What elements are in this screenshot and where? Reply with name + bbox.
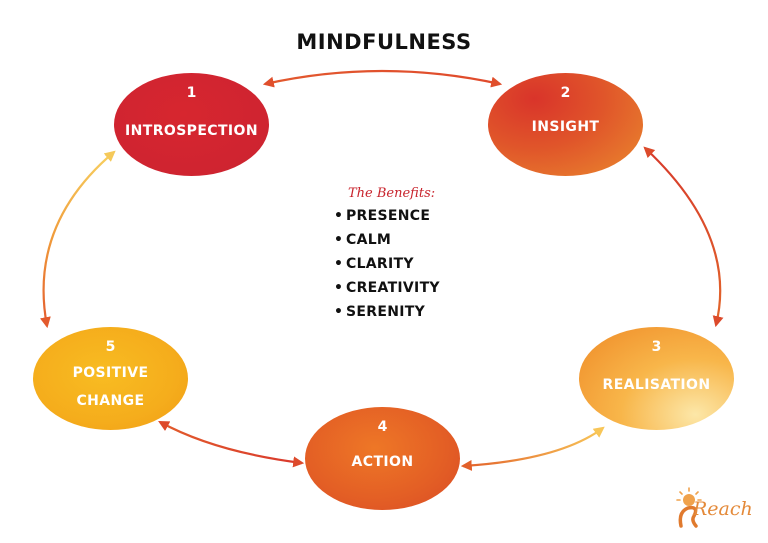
benefit-label: CREATIVITY [346, 280, 440, 296]
node-number: 3 [651, 339, 662, 355]
node-label-line2: CHANGE [76, 393, 145, 409]
bullet-icon: • [334, 280, 344, 296]
benefit-label: CLARITY [346, 256, 414, 272]
reach-logo: Reach [672, 486, 753, 530]
arrow-realisation-action [460, 426, 605, 471]
benefit-label: SERENITY [346, 304, 426, 320]
sun-logo-icon [676, 487, 702, 528]
node-label: REALISATION [602, 377, 711, 393]
arrow-action-positive-change [158, 420, 305, 468]
bullet-icon: • [334, 256, 344, 272]
arrow-introspection-insight [262, 69, 503, 88]
arrow-positive-change-introspection [39, 150, 116, 329]
node-introspection: 1 INTROSPECTION [114, 73, 269, 176]
benefit-label: CALM [346, 232, 392, 248]
node-label: ACTION [351, 454, 414, 470]
bullet-icon: • [334, 232, 344, 248]
benefits-heading: The Benefits: [348, 186, 436, 201]
benefit-item: •PRESENCE [334, 204, 440, 228]
arrow-insight-realisation [643, 146, 724, 328]
benefit-label: PRESENCE [346, 208, 431, 224]
diagram-title: MINDFULNESS [296, 30, 472, 54]
node-action: 4 ACTION [305, 407, 460, 510]
benefits-list: The Benefits: •PRESENCE •CALM •CLARITY •… [334, 186, 440, 324]
benefit-item: •CALM [334, 228, 440, 252]
node-realisation: 3 REALISATION [579, 327, 734, 430]
node-label: INSIGHT [531, 119, 600, 135]
benefit-item: •CLARITY [334, 252, 440, 276]
node-label-line1: POSITIVE [72, 365, 149, 381]
node-label: INTROSPECTION [125, 123, 258, 139]
node-positive-change: 5 POSITIVE CHANGE [33, 327, 188, 430]
benefit-item: •SERENITY [334, 300, 440, 324]
logo-text: Reach [693, 498, 753, 520]
node-number: 5 [105, 339, 116, 355]
benefit-item: •CREATIVITY [334, 276, 440, 300]
node-number: 1 [186, 85, 197, 101]
bullet-icon: • [334, 208, 344, 224]
bullet-icon: • [334, 304, 344, 320]
node-number: 4 [377, 419, 388, 435]
node-number: 2 [560, 85, 571, 101]
node-insight: 2 INSIGHT [488, 73, 643, 176]
